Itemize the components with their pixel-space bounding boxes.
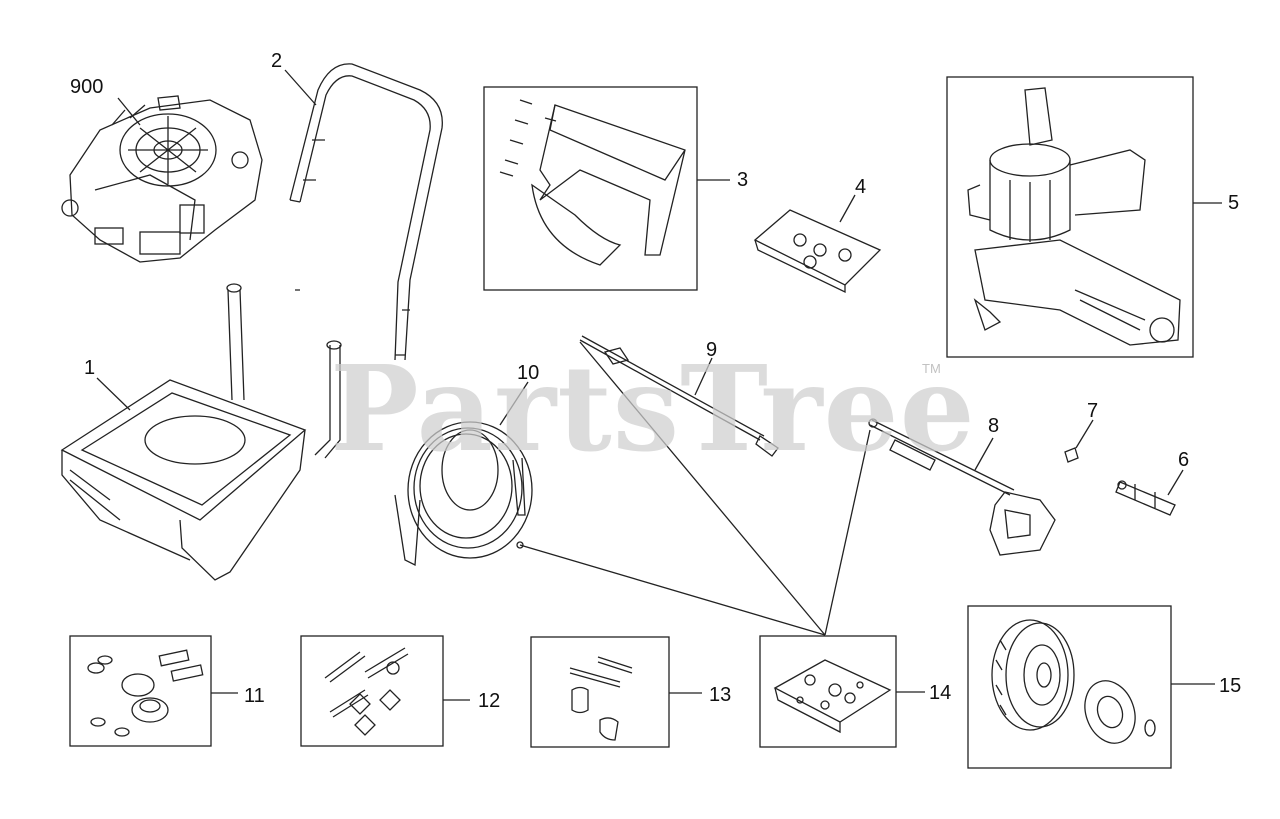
callout-8[interactable]: 8 [988,415,1000,437]
pump-5-drawing[interactable] [967,87,1181,346]
spray-gun-8-drawing[interactable] [868,418,1056,556]
callout-13[interactable]: 13 [709,684,732,706]
handle-2-drawing[interactable] [289,63,443,361]
bracket-3-drawing[interactable] [499,99,686,266]
kit-11-drawing[interactable] [87,649,204,737]
callout-5[interactable]: 5 [1228,192,1240,214]
leader-2 [284,69,317,106]
lance-9-drawing[interactable] [579,335,779,457]
kit-12-drawing[interactable] [324,647,409,736]
frame-1-drawing[interactable] [60,283,342,581]
box-5 [946,76,1194,358]
nozzle-7-drawing[interactable] [1064,447,1079,463]
leader-10 [499,381,529,426]
callout-9[interactable]: 9 [706,339,718,361]
kit-14-drawing[interactable] [773,659,892,734]
kit-13-drawing[interactable] [569,656,633,741]
box-12 [300,635,444,747]
hose-10-drawing[interactable] [394,421,533,567]
leader-9 [694,357,713,396]
callout-1[interactable]: 1 [84,357,96,379]
leader-900 [117,97,141,126]
box-15 [967,605,1172,769]
engine-900-drawing[interactable] [61,95,263,263]
leader-1 [96,377,131,411]
callout-11[interactable]: 11 [244,685,265,707]
connector-lines [519,341,871,636]
fitting-6-drawing[interactable] [1115,480,1176,516]
leader-4 [839,194,856,223]
partstree-watermark: PartsTree [330,339,976,478]
callout-10[interactable]: 10 [517,362,540,384]
callout-2[interactable]: 2 [271,50,283,72]
leader-8 [974,437,994,471]
box-13 [530,636,670,748]
trademark-symbol: TM [922,361,941,376]
callout-3[interactable]: 3 [737,169,749,191]
callout-4[interactable]: 4 [855,176,867,198]
callout-15[interactable]: 15 [1219,675,1242,697]
plate-4-drawing[interactable] [753,209,882,294]
box-11 [69,635,212,747]
callout-6[interactable]: 6 [1178,449,1190,471]
callout-14[interactable]: 14 [929,682,952,704]
leader-7 [1075,419,1094,449]
leader-6 [1167,469,1184,496]
box-3 [483,86,698,291]
callout-900[interactable]: 900 [70,76,104,98]
callout-7[interactable]: 7 [1087,400,1099,422]
wheel-15-drawing[interactable] [991,619,1156,750]
callout-12[interactable]: 12 [478,690,501,712]
